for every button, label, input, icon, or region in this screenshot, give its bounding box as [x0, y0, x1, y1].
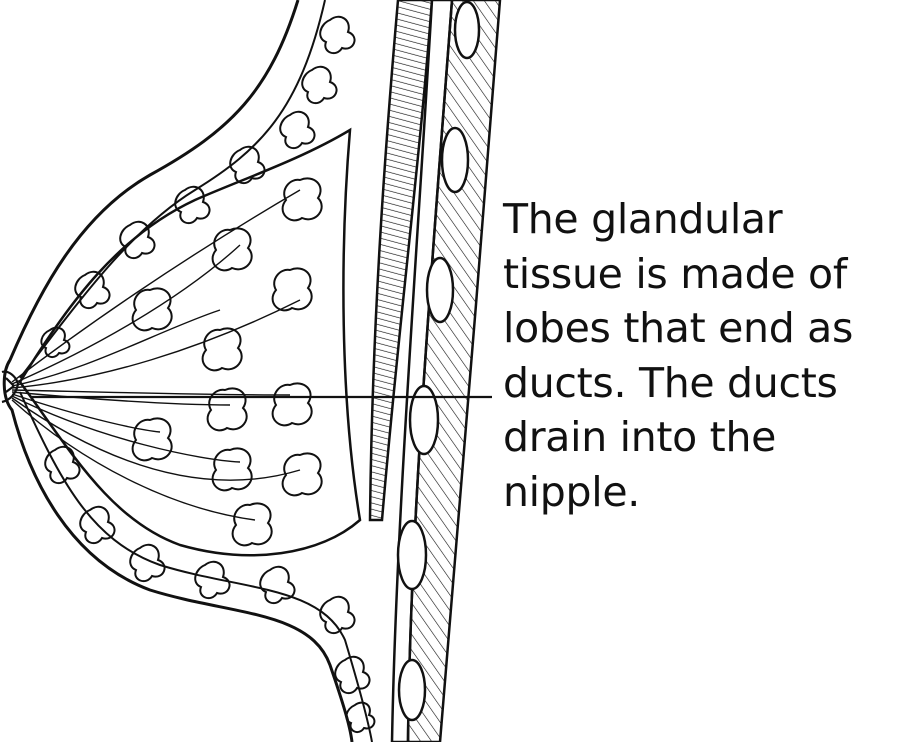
glandular-tissue-caption: The glandular tissue is made of lobes th… [503, 192, 898, 520]
caption-line: lobes that end as [503, 304, 854, 353]
rib-cross-sections [396, 0, 481, 722]
rib-cage-wall [406, 0, 502, 742]
caption-line: nipple. [503, 467, 640, 516]
caption-line: The glandular [503, 195, 783, 243]
glandular-lobe-region [18, 127, 362, 557]
breast-body [2, 0, 373, 742]
pectoral-muscle [368, 0, 434, 522]
fatty-tissue-boundary [19, 0, 373, 742]
caption-line: tissue is made of [503, 249, 847, 298]
milk-ducts [11, 189, 301, 521]
breast-skin-outline [2, 0, 354, 742]
caption-line: drain into the [503, 413, 777, 462]
fat-lobules [40, 15, 376, 734]
chest-wall [368, 0, 502, 742]
caption-line: ducts. The ducts [503, 358, 838, 407]
nipple [1, 370, 20, 404]
